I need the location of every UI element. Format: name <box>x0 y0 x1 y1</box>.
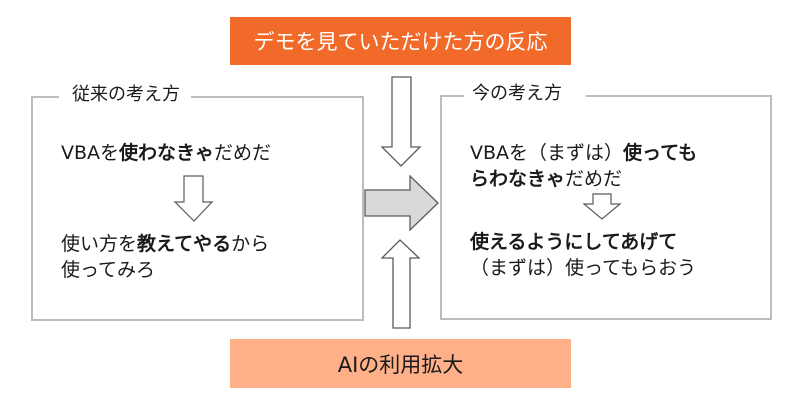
top-down-arrow-icon <box>380 76 422 167</box>
panel-border-top-right <box>191 96 362 98</box>
reaction-banner: デモを見ていただけた方の反応 <box>230 17 571 65</box>
new-thinking-line-1: VBAを（まずは）使っても <box>470 142 698 164</box>
panel-border-top-right <box>586 95 770 97</box>
bottom-up-arrow-icon <box>380 239 421 329</box>
old-thinking-line-2: 使い方を教えてやるから <box>61 233 270 255</box>
panel-border-top-left <box>442 95 464 97</box>
center-right-arrow-icon <box>364 174 439 232</box>
new-thinking-panel: 今の考え方 <box>440 83 772 320</box>
new-thinking-line-3: 使えるようにしてあげて <box>470 231 678 253</box>
panel-border-top-left <box>33 96 59 98</box>
new-thinking-label: 今の考え方 <box>472 83 562 104</box>
old-thinking-label: 従来の考え方 <box>72 84 180 105</box>
reaction-banner-text: デモを見ていただけた方の反応 <box>253 30 548 54</box>
old-thinking-line-1: VBAを使わなきゃだめだ <box>61 142 272 164</box>
ai-expansion-banner-text: AIの利用拡大 <box>337 352 464 377</box>
old-thinking-line-3: 使ってみろ <box>61 259 156 281</box>
new-thinking-line-2: らわなきゃだめだ <box>470 168 623 190</box>
new-thinking-line-4: （まずは）使ってもらおう <box>470 257 697 279</box>
old-thinking-panel: 従来の考え方 <box>31 84 364 321</box>
ai-expansion-banner: AIの利用拡大 <box>230 339 571 388</box>
